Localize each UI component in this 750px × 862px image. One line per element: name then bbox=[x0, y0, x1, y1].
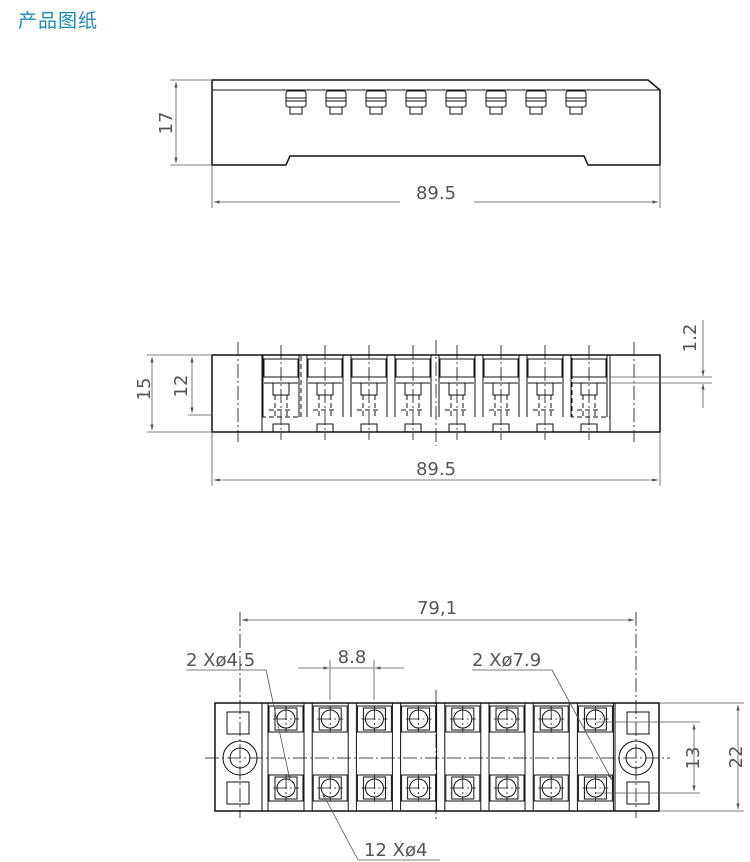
side-thickness-dim: 1.2 bbox=[680, 324, 701, 353]
pitch-dim: 8.8 bbox=[338, 647, 367, 668]
top-view: 17 89.5 bbox=[156, 79, 661, 208]
plan-view: 79,1 8.8 2 Xø4.5 2 Xø7.9 12 Xø4 13 22 bbox=[186, 598, 747, 861]
plan-terminal bbox=[312, 705, 348, 733]
top-view-body bbox=[211, 79, 661, 166]
side-view-terminals bbox=[262, 345, 608, 440]
side-terminal bbox=[262, 345, 300, 440]
top-height-dim: 17 bbox=[156, 112, 177, 135]
top-width-dim: 89.5 bbox=[416, 183, 456, 204]
top-screw bbox=[365, 90, 387, 115]
plan-terminal bbox=[312, 774, 348, 802]
top-screw bbox=[485, 90, 507, 115]
side-view: 15 12 1.2 89.5 bbox=[134, 320, 712, 486]
overall-width-dim: 22 bbox=[726, 746, 747, 769]
top-screw bbox=[325, 90, 347, 115]
side-terminal bbox=[438, 345, 476, 440]
plan-terminal bbox=[533, 774, 569, 802]
row-spacing-dim: 13 bbox=[683, 747, 704, 770]
plan-terminal bbox=[356, 705, 392, 733]
top-screw bbox=[285, 90, 307, 115]
plan-terminal bbox=[577, 774, 613, 802]
top-screw bbox=[565, 90, 587, 115]
side-terminal bbox=[394, 345, 432, 440]
plan-terminal bbox=[445, 774, 481, 802]
side-terminal bbox=[306, 345, 344, 440]
top-view-screws bbox=[285, 90, 587, 115]
plan-terminal bbox=[356, 774, 392, 802]
side-width-dim: 89.5 bbox=[416, 459, 456, 480]
plan-terminal bbox=[533, 705, 569, 733]
top-screw bbox=[525, 90, 547, 115]
plan-terminal bbox=[489, 705, 525, 733]
plan-terminal bbox=[268, 774, 304, 802]
top-screw bbox=[405, 90, 427, 115]
side-terminal bbox=[350, 345, 388, 440]
side-terminal bbox=[570, 345, 608, 440]
top-screw bbox=[445, 90, 467, 115]
mount-hole-callout: 2 Xø4.5 bbox=[186, 650, 255, 671]
plan-view-terminals bbox=[267, 703, 614, 811]
side-height-dim: 15 bbox=[134, 378, 155, 401]
counterbore-callout: 2 Xø7.9 bbox=[472, 650, 541, 671]
side-inner-height-dim: 12 bbox=[171, 375, 192, 398]
plan-terminal bbox=[445, 705, 481, 733]
side-terminal bbox=[526, 345, 564, 440]
page-title: 产品图纸 bbox=[18, 10, 99, 32]
side-terminal bbox=[482, 345, 520, 440]
plan-terminal bbox=[489, 774, 525, 802]
terminal-hole-callout: 12 Xø4 bbox=[364, 840, 427, 861]
hole-span-dim: 79,1 bbox=[417, 598, 457, 619]
